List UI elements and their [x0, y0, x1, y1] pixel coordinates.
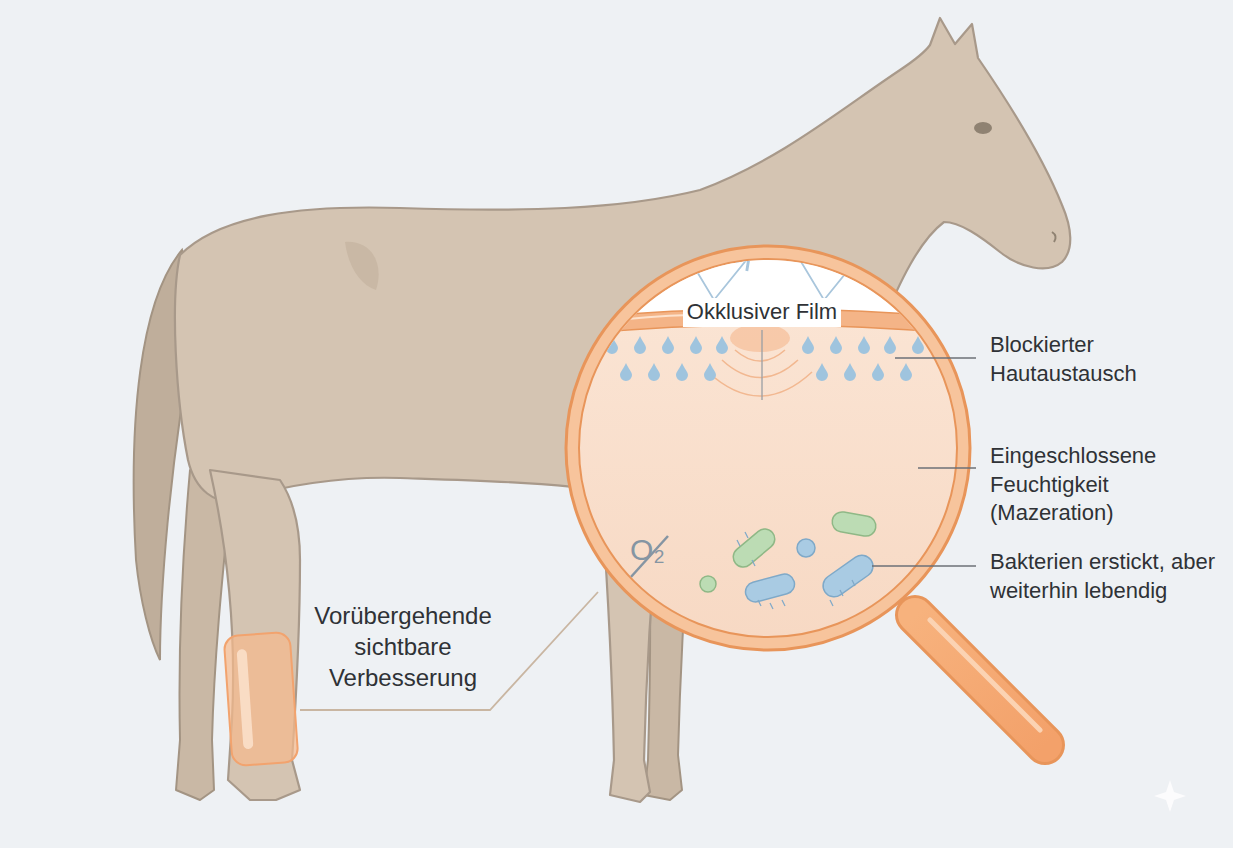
- bacteria-label: Bakterien erstickt, aber weiterhin leben…: [990, 548, 1226, 605]
- oxygen-symbol: O₂: [630, 530, 690, 569]
- film-label: Okklusiver Film: [683, 298, 841, 327]
- bandage: [224, 632, 299, 766]
- exchange-label: Blockierter Hautaustausch: [990, 331, 1226, 388]
- moisture-label: Eingeschlossene Feuchtigkeit (Mazeration…: [990, 442, 1226, 528]
- improvement-label: Vorübergehende sichtbare Verbesserung: [288, 600, 518, 694]
